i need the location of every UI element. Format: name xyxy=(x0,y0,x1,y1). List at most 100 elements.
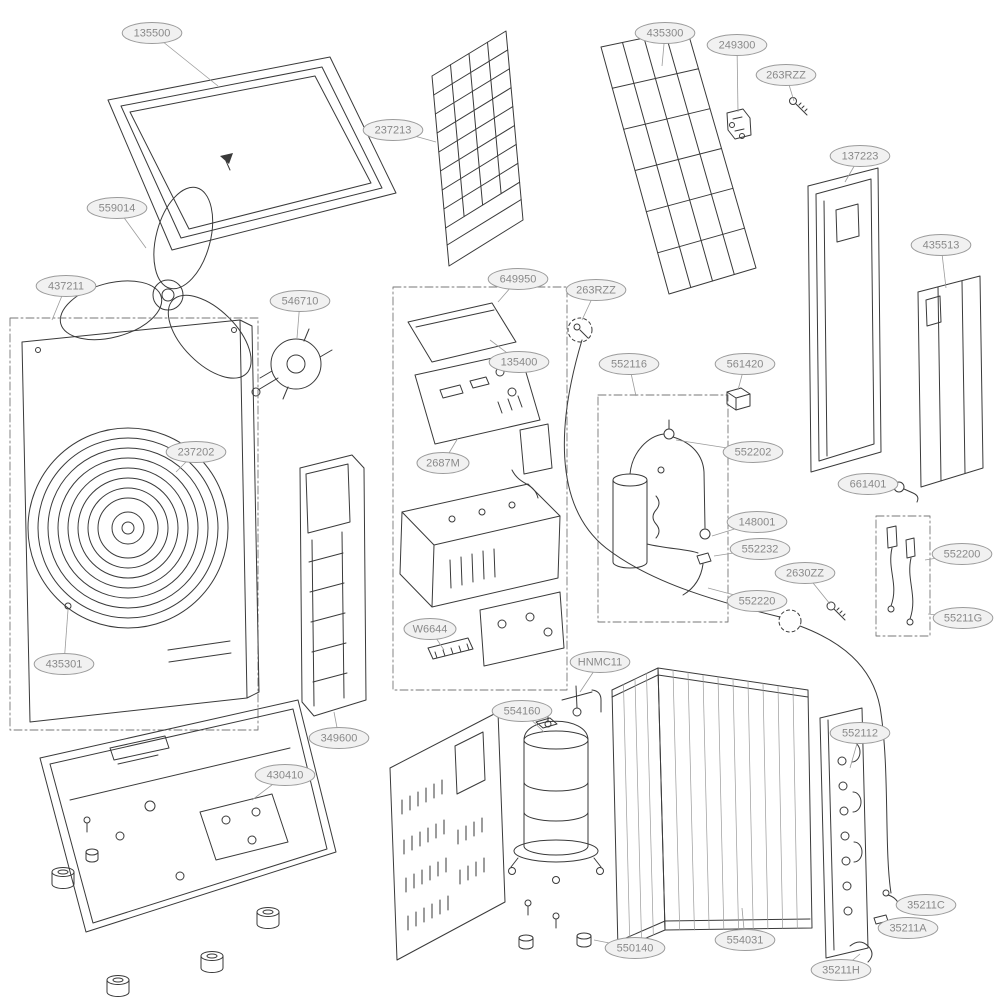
part-callout-249300-2: 249300 xyxy=(706,34,768,113)
partition-plate xyxy=(299,454,367,717)
fan-grille xyxy=(27,427,229,629)
part-number-label: 35211C xyxy=(907,900,945,912)
part-callout-552112-31: 552112 xyxy=(829,722,891,769)
top-cover-panel xyxy=(107,56,397,251)
part-callout-ellipse xyxy=(910,234,972,256)
part-callout-ellipse xyxy=(362,119,424,141)
part-callout-55211g-24: 55211G xyxy=(927,607,994,629)
part-callout-ellipse xyxy=(895,894,957,916)
part-callout-w6644-25: W6644 xyxy=(403,618,457,651)
fan-motor xyxy=(251,328,333,400)
part-callout-2630zz-22: 2630ZZ xyxy=(774,562,836,605)
sensor-cable xyxy=(563,339,892,894)
rubber-foot xyxy=(256,907,280,929)
rubber-foot xyxy=(51,867,75,889)
part-number-label: 263RZZ xyxy=(766,70,806,82)
sensor-assembly xyxy=(875,515,931,637)
part-callout-237213-7: 237213 xyxy=(362,119,437,143)
part-callout-661401-16: 661401 xyxy=(837,473,899,495)
part-callout-ellipse xyxy=(829,145,891,167)
part-callout-ellipse xyxy=(726,511,788,533)
part-number-label: 237213 xyxy=(375,125,412,137)
part-callout-ellipse xyxy=(634,22,696,44)
part-number-label: 554031 xyxy=(727,935,764,947)
part-callout-hnmc11-26: HNMC11 xyxy=(569,651,631,693)
part-number-label: 148001 xyxy=(739,517,776,529)
part-callout-435301-27: 435301 xyxy=(33,609,95,675)
part-callout-559014-6: 559014 xyxy=(86,197,148,249)
side-cover-panel xyxy=(917,275,984,488)
part-number-label: 237202 xyxy=(178,447,215,459)
part-number-label: 552220 xyxy=(739,596,776,608)
part-callout-ellipse xyxy=(932,607,994,629)
compressor xyxy=(508,710,604,884)
rubber-foot xyxy=(200,951,224,973)
part-callout-135500-0: 135500 xyxy=(121,22,219,87)
part-callout-ellipse xyxy=(837,473,899,495)
part-callout-237202-17: 237202 xyxy=(165,441,227,473)
part-number-label: 430410 xyxy=(267,770,304,782)
part-callout-ellipse xyxy=(714,929,776,951)
part-callout-ellipse xyxy=(33,653,95,675)
part-callout-552220-23: 552220 xyxy=(707,587,788,612)
part-callout-649950-10: 649950 xyxy=(487,268,549,303)
part-callout-349600-29: 349600 xyxy=(308,711,370,749)
part-callout-546710-9: 546710 xyxy=(269,290,331,339)
part-number-label: 437211 xyxy=(48,281,84,293)
part-callout-ellipse xyxy=(488,351,550,373)
part-number-label: 552232 xyxy=(742,544,779,556)
part-number-label: 554160 xyxy=(504,706,541,718)
part-callout-ellipse xyxy=(308,727,370,749)
part-callout-552232-20: 552232 xyxy=(713,538,791,560)
part-callout-ellipse xyxy=(755,64,817,86)
part-number-label: 661401 xyxy=(850,479,887,491)
part-callout-263rzz-11: 263RZZ xyxy=(565,279,627,321)
base-pan xyxy=(39,699,337,933)
part-callout-ellipse xyxy=(121,22,183,44)
small-bracket-block xyxy=(726,387,751,411)
part-callout-ellipse xyxy=(487,268,549,290)
part-callout-ellipse xyxy=(416,452,470,474)
part-number-label: 550140 xyxy=(617,943,654,955)
part-number-label: HNMC11 xyxy=(578,657,622,669)
part-callout-148001-19: 148001 xyxy=(711,511,788,537)
part-callout-435300-1: 435300 xyxy=(634,22,696,67)
part-callout-ellipse xyxy=(810,959,872,981)
screw-mid-icon xyxy=(567,317,593,343)
part-callout-ellipse xyxy=(722,441,784,463)
part-callout-ellipse xyxy=(714,353,776,375)
part-callout-ellipse xyxy=(729,538,791,560)
part-callout-ellipse xyxy=(403,618,457,640)
part-callout-2687m-18: 2687M xyxy=(416,437,470,474)
part-number-label: 55211G xyxy=(944,613,982,625)
part-callout-552200-21: 552200 xyxy=(924,543,993,565)
part-callout-ellipse xyxy=(706,34,768,56)
part-number-label: 552202 xyxy=(735,447,772,459)
part-callout-35211a-35: 35211A xyxy=(877,917,939,939)
part-callout-ellipse xyxy=(877,917,939,939)
part-callout-552116-13: 552116 xyxy=(598,353,660,397)
part-callout-554160-28: 554160 xyxy=(491,700,553,733)
part-number-label: 35211A xyxy=(889,923,927,935)
part-number-label: 552112 xyxy=(842,728,878,740)
front-grille-panel xyxy=(431,30,524,267)
part-callout-ellipse xyxy=(35,275,97,297)
part-number-label: 249300 xyxy=(719,40,756,52)
tubing-assembly xyxy=(597,394,729,623)
part-callout-430410-30: 430410 xyxy=(251,764,316,801)
side-louver-panel xyxy=(389,711,506,961)
part-number-label: 35211H xyxy=(822,965,860,977)
part-callout-ellipse xyxy=(165,441,227,463)
condenser-coil xyxy=(611,667,813,951)
compressor-mounts xyxy=(518,899,592,950)
pipe-holder xyxy=(561,685,602,717)
terminal-strip xyxy=(427,637,474,660)
part-number-label: 559014 xyxy=(99,203,136,215)
part-number-label: 135400 xyxy=(501,357,538,369)
part-callout-550140-32: 550140 xyxy=(593,937,666,959)
part-number-label: 546710 xyxy=(282,296,319,308)
part-callout-554031-33: 554031 xyxy=(714,907,776,951)
part-number-label: 137223 xyxy=(842,151,879,163)
